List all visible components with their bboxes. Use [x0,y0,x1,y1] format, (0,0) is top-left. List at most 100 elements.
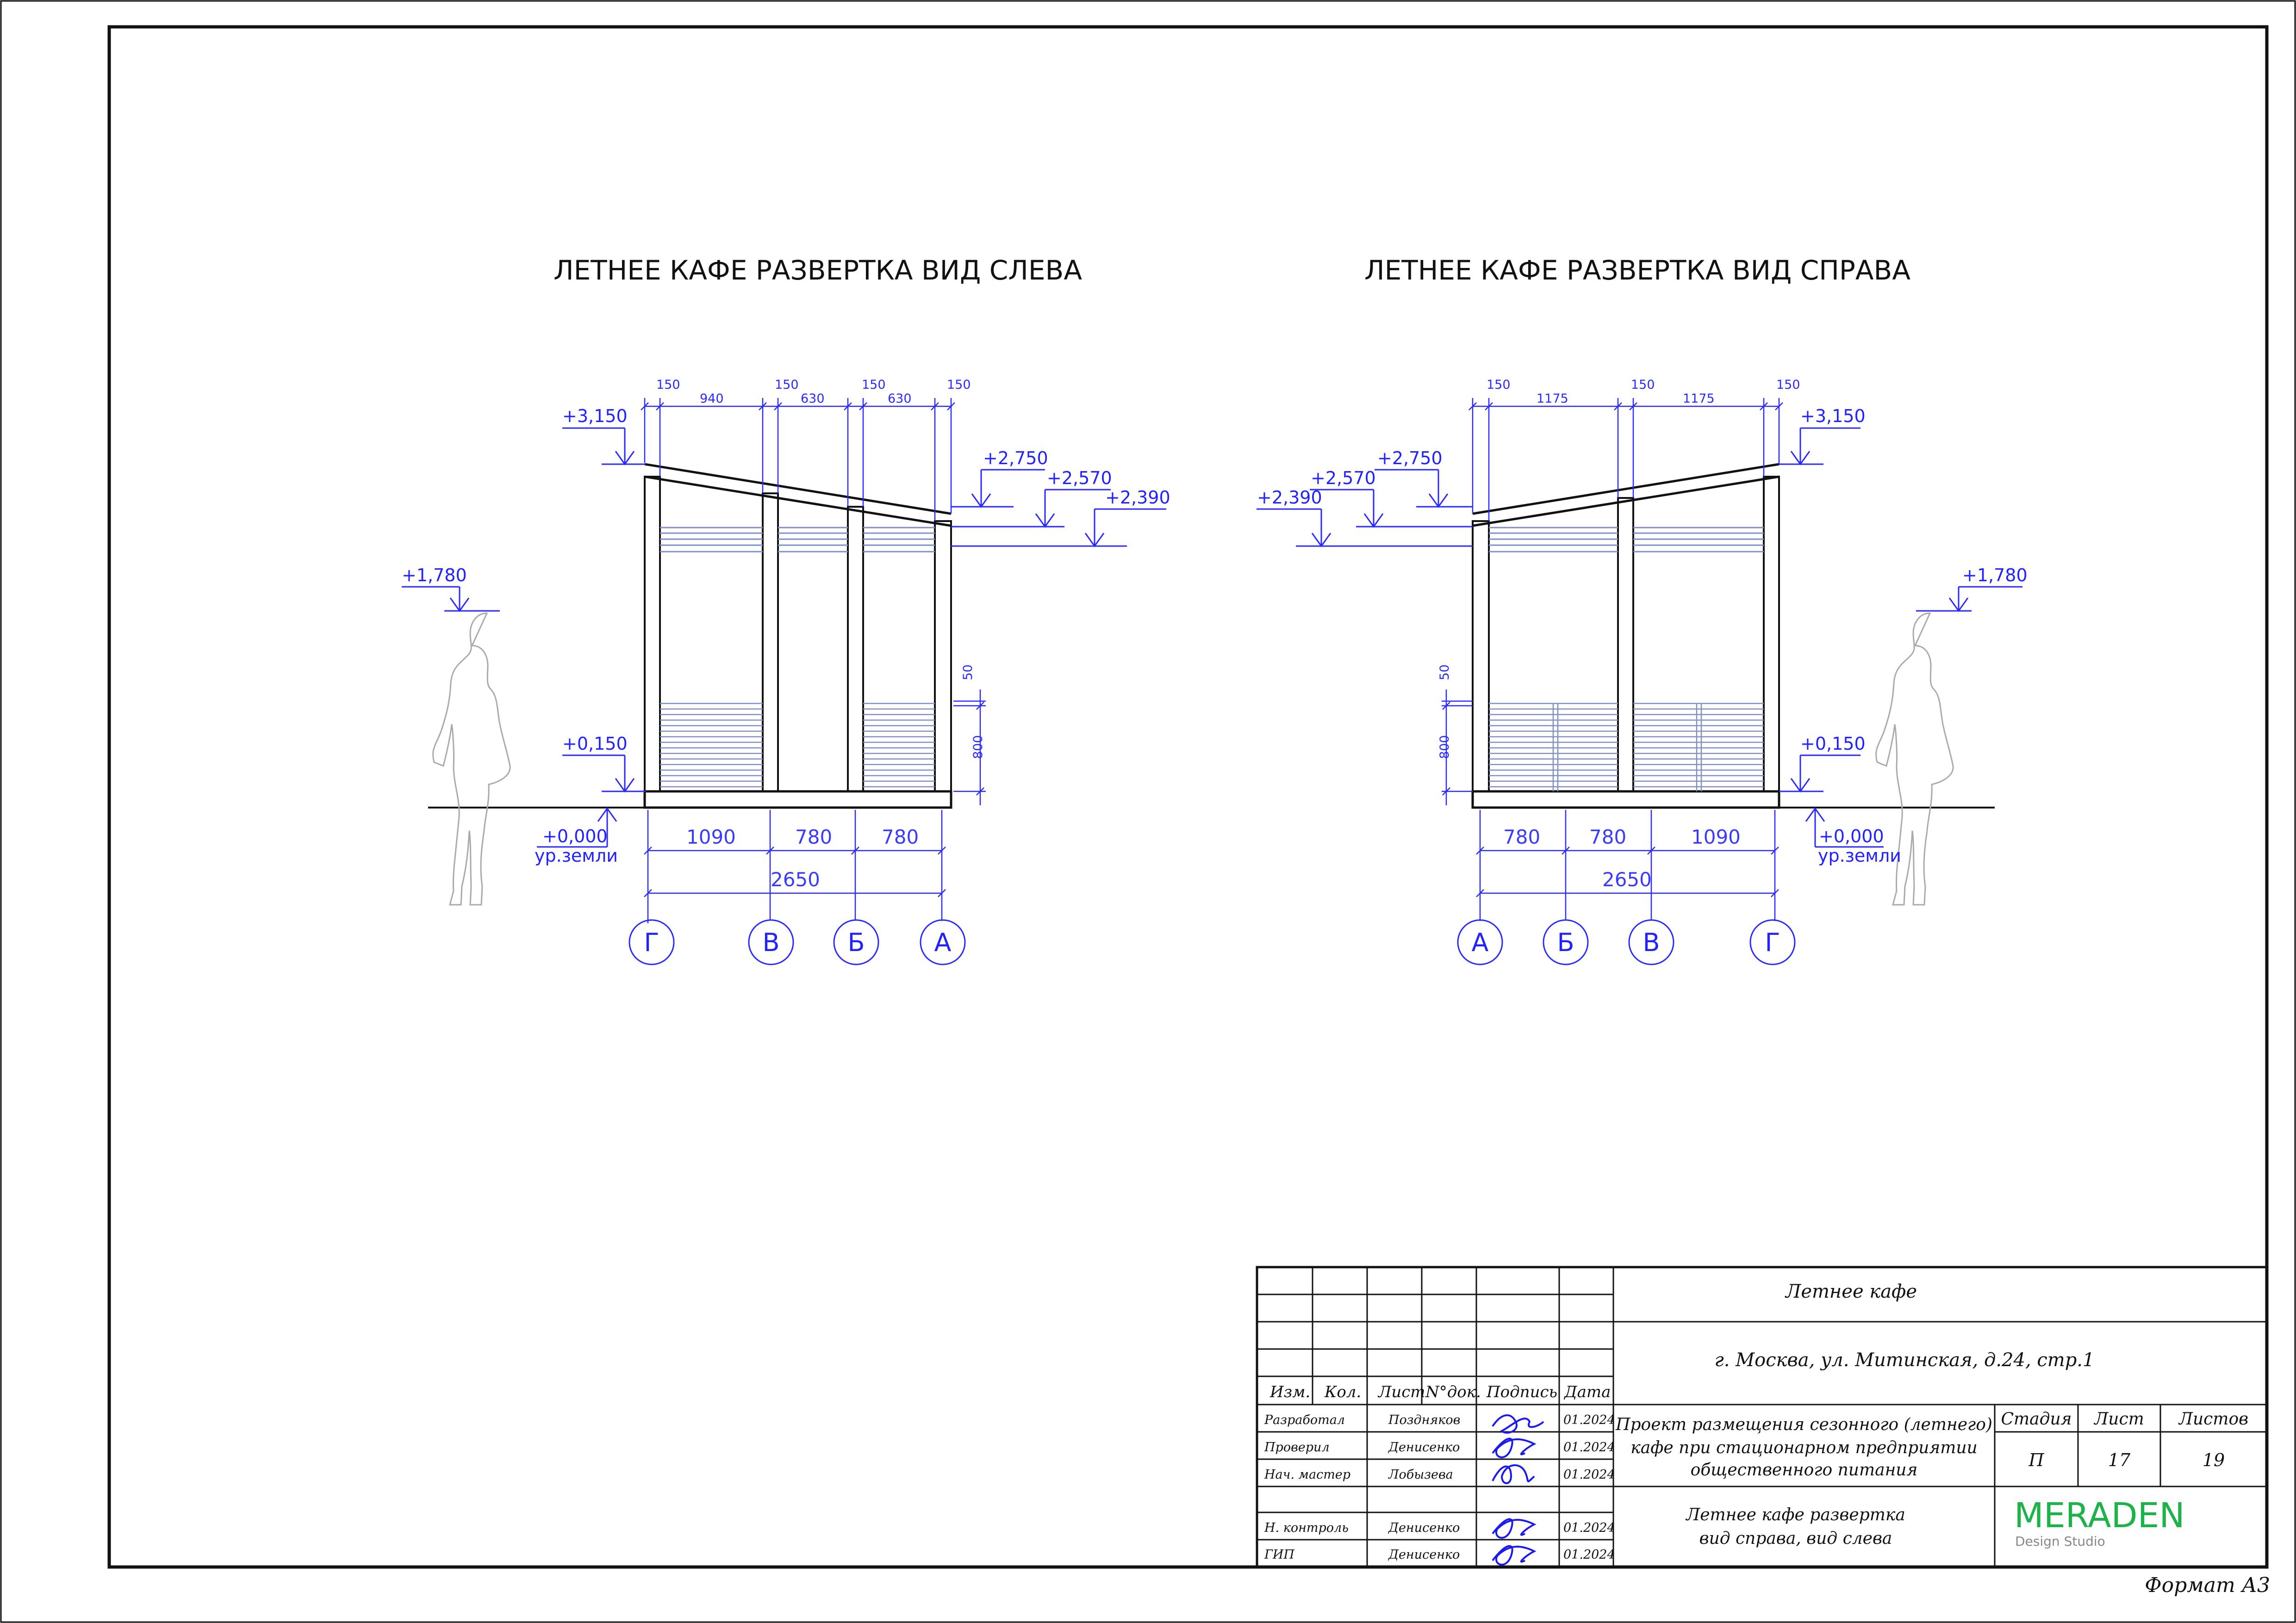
top-dimension-chain [641,398,955,521]
dim-780: 780 [1589,826,1626,848]
level-3150: +3,150 [562,406,628,426]
row-role: ГИП [1264,1548,1294,1562]
dim-2650: 2650 [1602,868,1652,891]
level-3150: +3,150 [1800,406,1866,426]
stage-header: Стадия [2001,1410,2072,1429]
bottom-dimensions [644,810,946,923]
axis-label: В [1643,928,1660,957]
project-line-1: Проект размещения сезонного (летнего) [1615,1415,1992,1434]
row-date: 01.2024 [1563,1413,1615,1427]
level-1780: +1,780 [402,565,467,585]
level-marks [1257,427,2022,848]
dim-text: 630 [801,392,825,406]
header-kol: Кол. [1324,1383,1361,1401]
company-subtitle: Design Studio [2015,1534,2105,1549]
drawing-frame [107,25,2269,1569]
axis-bubbles [1457,919,1796,965]
level-2390: +2,390 [1257,487,1322,508]
post-g [644,476,661,792]
sheet-title-line-1: Летнее кафе развертка [1685,1505,1905,1524]
dim-780: 780 [795,826,832,848]
level-2750: +2,750 [1377,448,1443,468]
header-date: Дата [1563,1383,1611,1401]
ground-level-label: ур.земли [1818,846,1901,866]
dim-text: 1175 [1537,392,1568,406]
post-g [1763,476,1780,792]
dim-text: 1175 [1683,392,1715,406]
axis-bubbles [628,919,966,965]
upper-panels [660,527,935,553]
row-role: Н. контроль [1264,1521,1349,1535]
person-silhouette [432,612,511,906]
row-name: Денисенко [1388,1548,1460,1562]
dim-text: 150 [1776,378,1800,392]
dim-780: 780 [1503,826,1540,848]
roof-top [644,463,952,515]
axis-label: Г [1765,928,1780,957]
level-2390: +2,390 [1105,487,1170,508]
dim-50: 50 [961,665,975,680]
row-role: Проверил [1264,1440,1330,1455]
bottom-dimensions [1476,810,1779,921]
dim-text: 150 [862,378,886,392]
company-logo: MERADEN [2014,1496,2185,1536]
header-list: Лист [1377,1383,1425,1401]
axis-label: Б [1557,928,1574,957]
sheets-value: 19 [2203,1450,2225,1470]
row-name: Позднякoв [1388,1413,1460,1427]
dim-text: 630 [888,392,912,406]
right-elevation: 150 1175 150 1175 150 [1257,378,2028,965]
post-a [934,520,952,792]
platform [643,790,952,809]
dim-1090: 1090 [686,826,736,848]
post-v [762,492,779,792]
row-date: 01.2024 [1563,1440,1615,1455]
level-2750: +2,750 [983,448,1048,468]
axis-label: А [934,928,952,957]
dim-800: 800 [1437,735,1452,759]
row-name: Денисенко [1388,1521,1460,1535]
lower-slats [1489,703,1764,791]
project-line-3: общественного питания [1691,1461,1918,1480]
lower-slats [660,703,935,788]
upper-panels [1489,527,1764,553]
axis-label: Г [644,928,660,957]
axis-label: Б [847,928,865,957]
dim-text: 940 [700,392,724,406]
row-date: 01.2024 [1563,1468,1615,1482]
axis-label: А [1472,928,1489,957]
header-doc: N°док. [1425,1383,1481,1401]
top-dimension-chain [1468,398,1783,521]
level-0150: +0,150 [562,734,628,754]
left-elevation: 150 940 150 630 150 630 150 [402,378,1170,965]
dim-text: 150 [1487,378,1511,392]
row-date: 01.2024 [1563,1548,1615,1562]
dim-text: 150 [775,378,799,392]
axis-label: В [762,928,779,957]
dim-text: 150 [1631,378,1655,392]
object-address: г. Москва, ул. Митинская, д.24, стр.1 [1715,1349,2095,1371]
row-name: Денисенко [1388,1440,1460,1455]
level-2570: +2,570 [1311,468,1376,488]
row-date: 01.2024 [1563,1521,1615,1535]
dim-780: 780 [882,826,919,848]
side-dimension [1442,690,1473,805]
dim-2650: 2650 [771,868,820,891]
dim-800: 800 [971,735,985,759]
level-1780: +1,780 [1962,565,2028,585]
project-line-2: кафе при стационарном предприятии [1630,1438,1978,1457]
dim-text: 150 [656,378,680,392]
level-0150: +0,150 [1800,734,1866,754]
ground-level-label: ур.земли [535,846,618,866]
roof-top [1472,463,1780,515]
stage-value: П [2028,1450,2044,1470]
row-role: Нач. мастер [1264,1468,1350,1482]
format-label: Формат А3 [2145,1573,2270,1597]
title-block: Изм. Кол. Лист N°док. Подпись Дата Разра… [1256,1266,2268,1568]
header-signature: Подпись [1486,1383,1557,1401]
platform [1471,790,1780,809]
signatures [1492,1414,1544,1566]
side-dimension [953,690,986,805]
